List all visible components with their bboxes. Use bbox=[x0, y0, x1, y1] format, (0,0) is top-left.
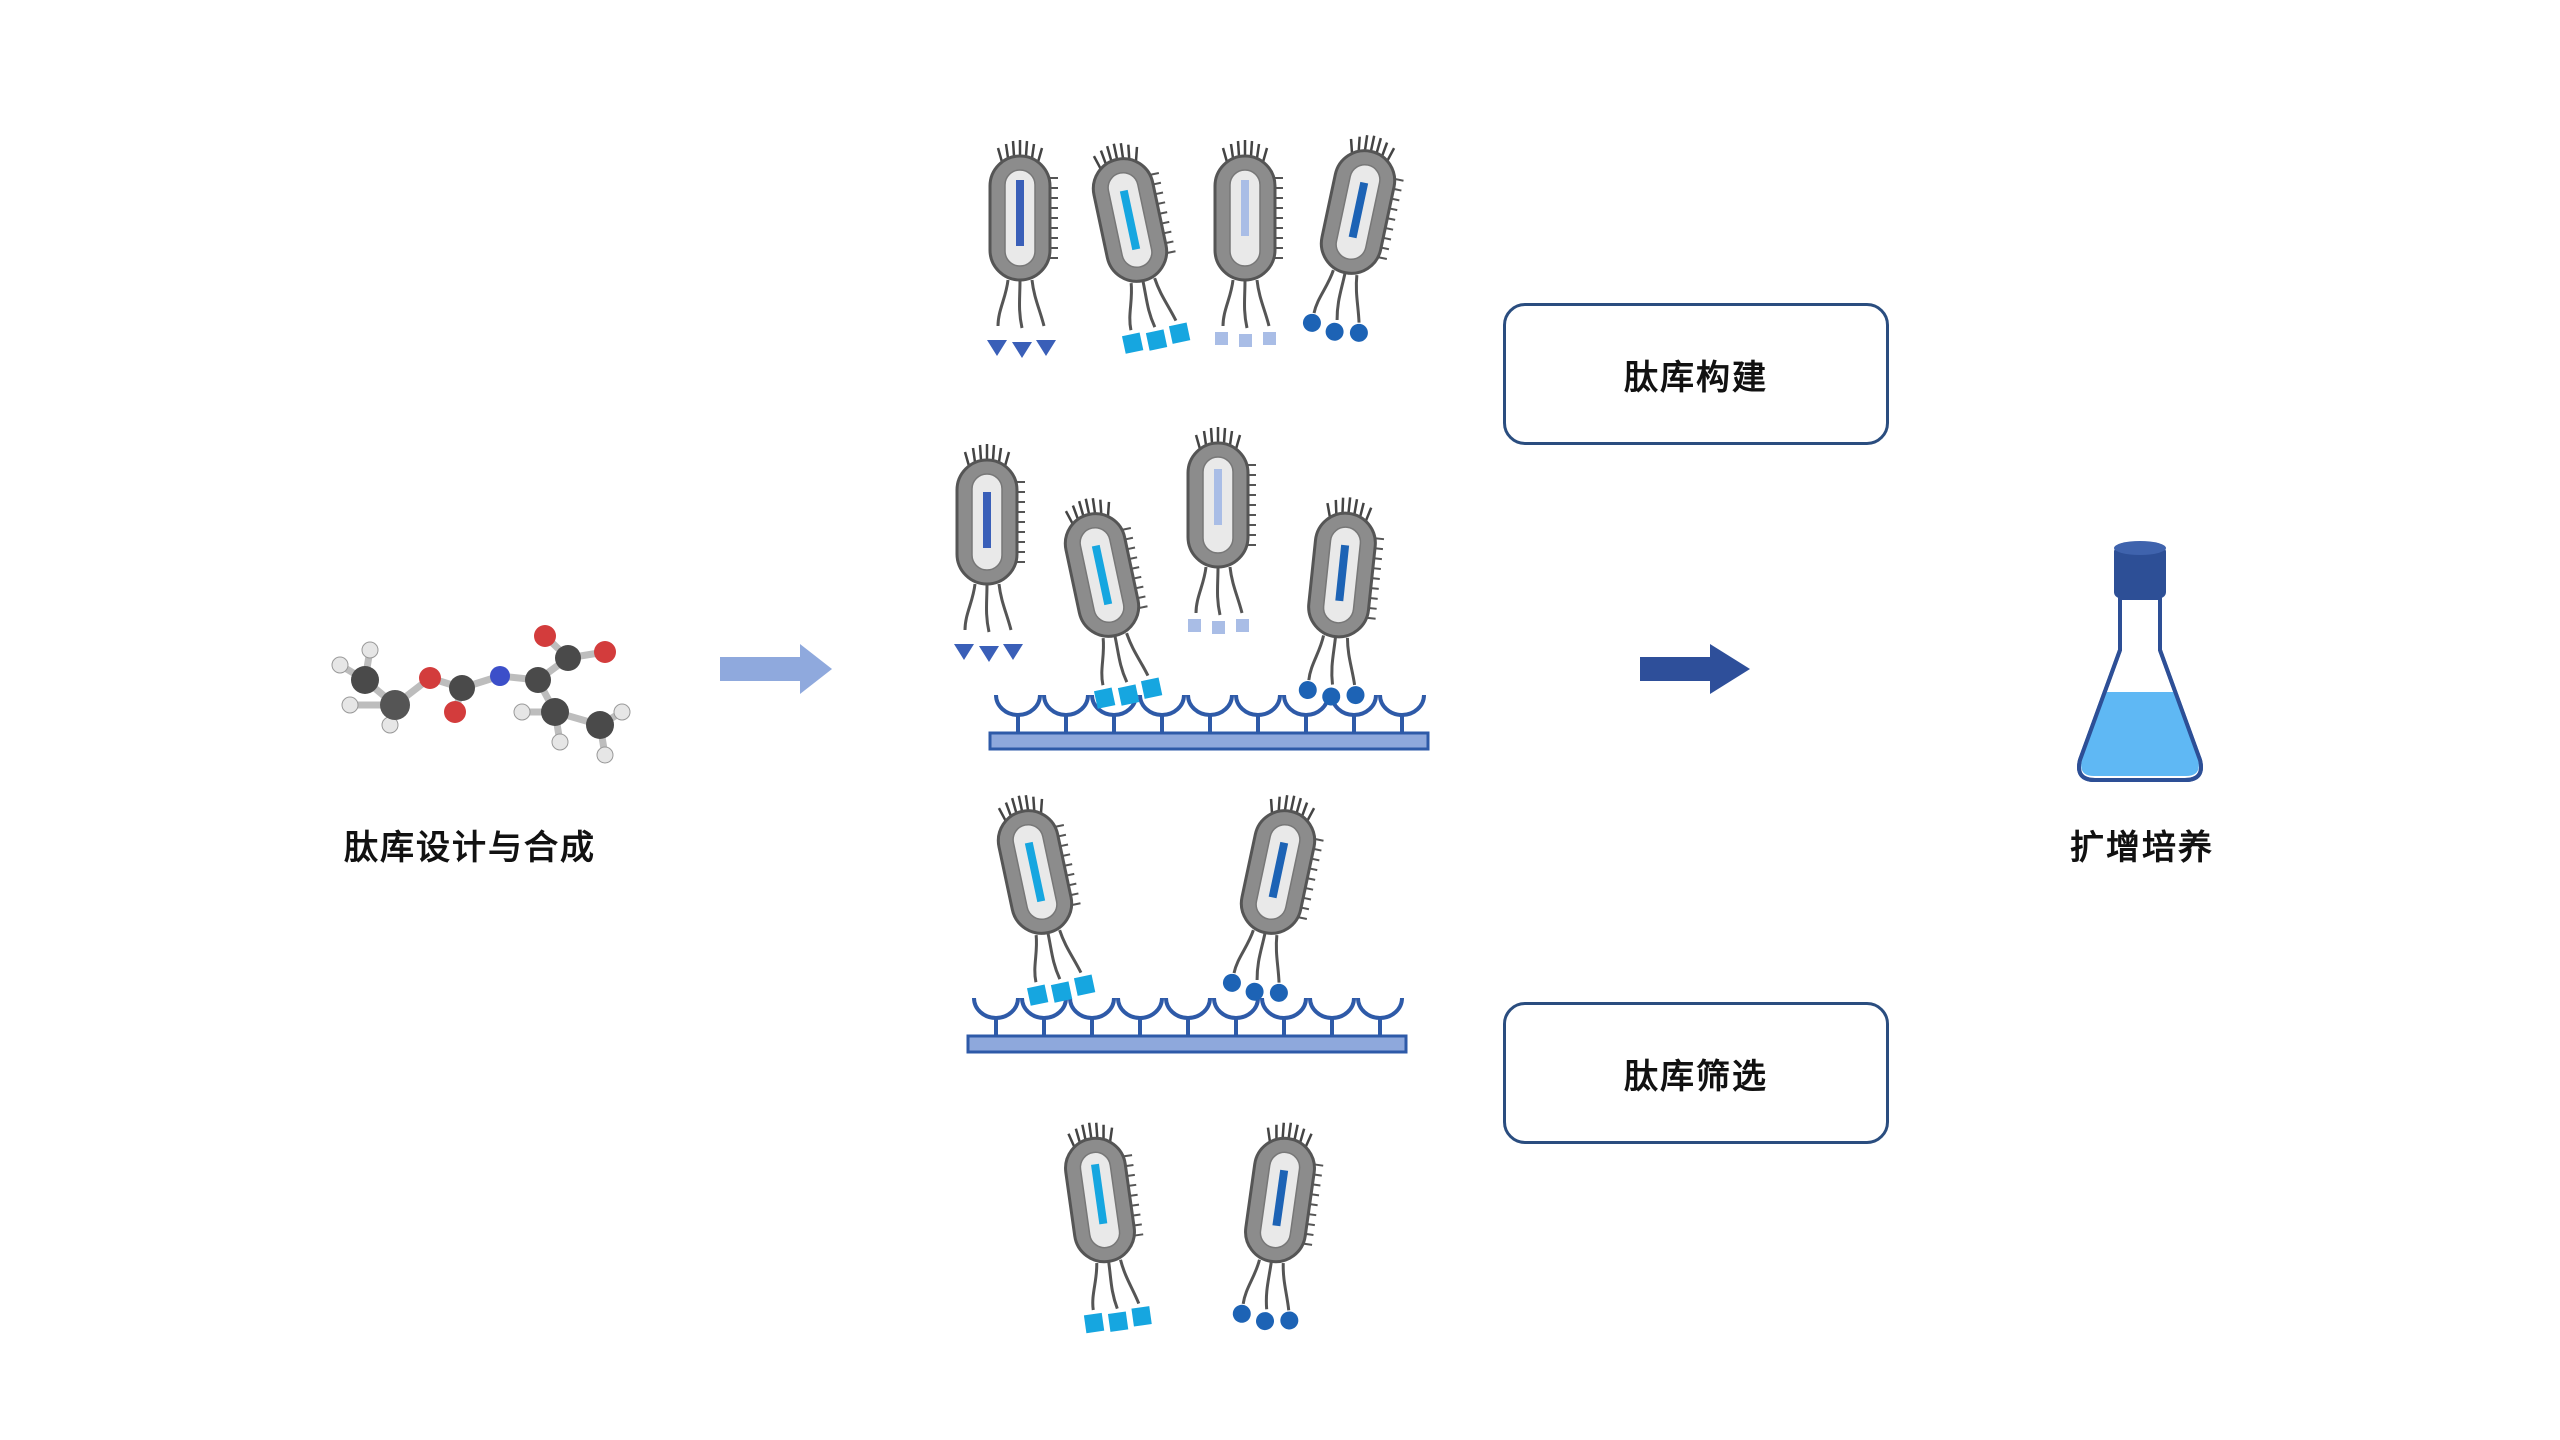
design-synthesis-label: 肽库设计与合成 bbox=[344, 828, 596, 868]
phage-icon bbox=[1082, 134, 1192, 354]
phage-icon bbox=[1213, 138, 1285, 347]
phage-icon bbox=[954, 442, 1027, 662]
phage-icon bbox=[1222, 787, 1333, 1002]
phage-library-row bbox=[987, 127, 1413, 358]
arrow-light-right-icon bbox=[720, 644, 832, 694]
screening-plate-row bbox=[966, 786, 1408, 1054]
phage-icon bbox=[1298, 492, 1390, 706]
library-screening-box: 肽库筛选 bbox=[1503, 1002, 1889, 1144]
amplification-culture-label: 扩增培养 bbox=[2070, 828, 2214, 868]
library-construction-label: 肽库构建 bbox=[1624, 357, 1768, 398]
phage-icon bbox=[1186, 425, 1258, 634]
phage-icon bbox=[1232, 1117, 1330, 1331]
phage-icon bbox=[1057, 1115, 1155, 1334]
phage-icon bbox=[987, 138, 1060, 358]
arrow-dark-right-icon bbox=[1640, 644, 1750, 694]
flask-icon bbox=[2077, 541, 2203, 782]
phage-icon bbox=[1054, 489, 1164, 709]
library-construction-box: 肽库构建 bbox=[1503, 303, 1889, 445]
phage-icon bbox=[987, 786, 1097, 1006]
library-screening-label: 肽库筛选 bbox=[1624, 1056, 1768, 1097]
phage-icon bbox=[1302, 127, 1413, 342]
eluted-phage-row bbox=[1057, 1115, 1330, 1334]
molecule-icon bbox=[331, 625, 631, 764]
binding-plate-row bbox=[954, 425, 1430, 751]
